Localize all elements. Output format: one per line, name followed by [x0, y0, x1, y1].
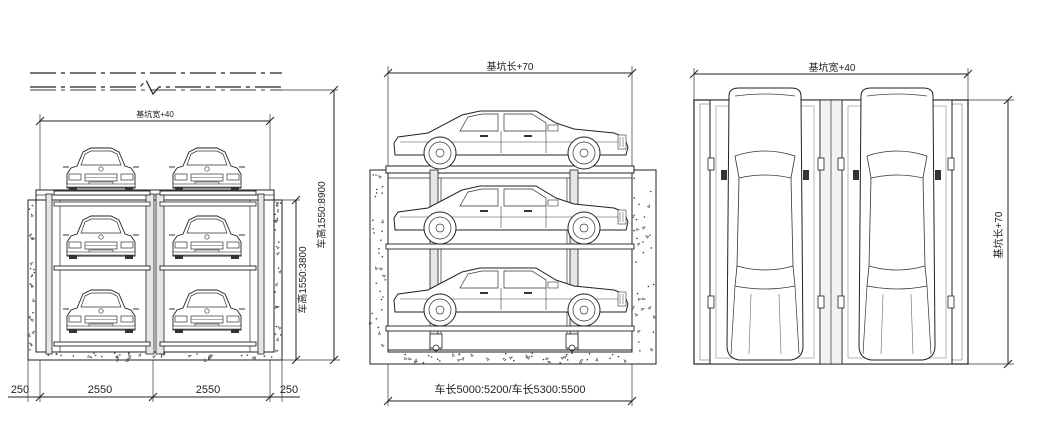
car-top-left — [720, 87, 810, 361]
front-bottom-dim-1: 250 — [11, 384, 29, 396]
front-bottom-dim-2: 2550 — [88, 384, 112, 396]
front-pit — [27, 199, 283, 361]
side-top-dimension: 基坑长+70 — [487, 60, 534, 73]
car-front-mid-right — [168, 215, 246, 260]
car-front-top-right — [168, 147, 246, 192]
car-front-bottom-right — [168, 289, 246, 334]
car-side-bottom — [393, 267, 629, 327]
front-side-dimension: 车高1550:3800 — [296, 246, 309, 314]
front-bottom-dim-3: 2550 — [196, 384, 220, 396]
plan-view: 基坑宽+40 基坑长+70 — [689, 61, 1014, 369]
car-side-mid — [393, 185, 629, 245]
side-bottom-dimension: 车长5000:5200/车长5300:5500 — [434, 382, 585, 396]
car-top-right — [852, 87, 942, 361]
front-top-dimension: 基坑宽+40 — [136, 109, 174, 119]
car-front-bottom-left — [62, 289, 140, 334]
plan-top-dimension: 基坑宽+40 — [809, 61, 856, 74]
plan-side-dimension: 基坑长+70 — [992, 211, 1005, 258]
break-line-bottom — [30, 78, 282, 96]
car-side-top — [393, 110, 629, 170]
side-view: 基坑长+70 车长5000:5200/车长5300:5500 — [368, 60, 657, 406]
car-front-top-left — [62, 147, 140, 192]
front-view: 基坑宽+40 车高1550:3800 — [8, 72, 340, 402]
car-front-mid-left — [62, 215, 140, 260]
front-total-height-dimension: 车高1550:8900 — [315, 181, 328, 249]
front-bottom-dim-4: 250 — [280, 384, 298, 396]
